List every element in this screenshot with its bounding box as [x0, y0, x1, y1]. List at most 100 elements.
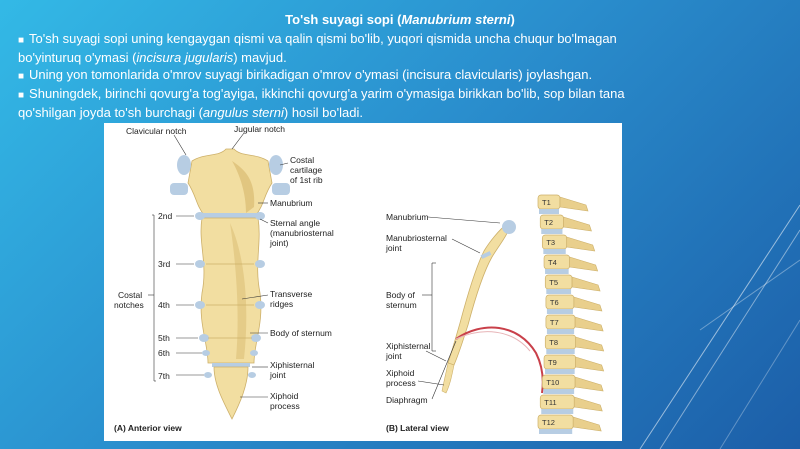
- label-transverse-2: ridges: [270, 299, 293, 309]
- label-xiphisternal-2: joint: [269, 370, 286, 380]
- vertebra-label-t9: T9: [548, 358, 557, 367]
- label-costal-cartilage-3: of 1st rib: [290, 175, 323, 185]
- vertebra-label-t11: T11: [544, 398, 556, 407]
- anterior-view: Clavicular notch Jugular notch Costal ca…: [114, 124, 334, 433]
- intervertebral-disc: [543, 389, 575, 394]
- vertebra-label-t4: T4: [548, 258, 557, 267]
- bullet-square-icon: ■: [18, 35, 25, 46]
- label-diaphragm: Diaphragm: [386, 395, 428, 405]
- label-body-of-sternum: Body of sternum: [270, 328, 332, 338]
- vertebra-label-t8: T8: [549, 338, 558, 347]
- bullet-1-line2a: bo'yinturuq o'ymasi (: [18, 50, 137, 65]
- label-notch-7th: 7th: [158, 371, 170, 381]
- bullet-3: ■ Shuningdek, birinchi qovurg'a tog'ayiga…: [18, 85, 738, 104]
- label-manubriosternal-1: Manubriosternal: [386, 233, 447, 243]
- label-transverse-1: Transverse: [270, 289, 312, 299]
- first-rib-cartilage-right: [272, 183, 290, 195]
- sternum-figure: Clavicular notch Jugular notch Costal ca…: [104, 123, 622, 441]
- vertebra-label-t10: T10: [546, 378, 559, 387]
- first-rib-cartilage-left: [170, 183, 188, 195]
- label-notch-5th: 5th: [158, 333, 170, 343]
- bullet-2: ■Uning yon tomonlarida o'mrov suyagi bir…: [18, 66, 738, 85]
- label-clavicular-notch: Clavicular notch: [126, 126, 187, 136]
- bullet-1-term: incisura jugularis: [136, 50, 234, 65]
- label-xiphisternal-1: Xiphisternal: [270, 360, 315, 370]
- lateral-manubriosternal-joint: [480, 251, 492, 259]
- spinous-process-t1: [559, 196, 589, 212]
- label-notch-2nd: 2nd: [158, 211, 172, 221]
- label-notch-6th: 6th: [158, 348, 170, 358]
- label-manubrium-lateral: Manubrium: [386, 212, 429, 222]
- bullet-1-line2b: ) mavjud.: [233, 50, 287, 65]
- bullet-3-line2a: qo'shilgan joyda to'sh burchagi (: [18, 105, 203, 120]
- spinous-process-t12: [572, 416, 602, 432]
- label-xiphisternal-lateral-1: Xiphisternal: [386, 341, 431, 351]
- bullet-1-line1: To'sh suyagi sopi uning kengaygan qismi …: [29, 31, 617, 46]
- costal-notch-facets: [195, 212, 265, 378]
- caption-anterior: (A) Anterior view: [114, 423, 182, 433]
- vertebra-label-t7: T7: [550, 318, 559, 327]
- spinous-process-t2: [563, 216, 592, 232]
- bullet-1-cont: bo'yinturuq o'ymasi (incisura jugularis)…: [18, 49, 738, 66]
- lateral-xiphoid-shape: [441, 362, 455, 394]
- intervertebral-disc: [545, 269, 569, 274]
- spinous-process-t6: [573, 296, 603, 312]
- spinous-process-t4: [569, 256, 599, 272]
- intervertebral-disc: [541, 409, 574, 414]
- vertebra-label-t2: T2: [544, 218, 553, 227]
- spinous-process-t9: [575, 356, 605, 372]
- title-term: Manubrium sterni: [401, 12, 511, 27]
- bullet-square-icon: ■: [18, 71, 25, 82]
- manubriosternal-joint: [202, 213, 258, 218]
- intervertebral-disc: [546, 289, 572, 294]
- diaphragm-arc: [455, 326, 544, 394]
- bullet-3-line2b: ) hosil bo'ladi.: [283, 105, 363, 120]
- label-body-lateral-1: Body of: [386, 290, 415, 300]
- label-xiphoid-lateral-2: process: [386, 378, 416, 388]
- transverse-ridges: [206, 263, 254, 339]
- spinous-process-t7: [574, 316, 604, 332]
- intervertebral-disc: [546, 329, 575, 334]
- label-manubrium-anterior: Manubrium: [270, 198, 313, 208]
- caption-lateral: (B) Lateral view: [386, 423, 449, 433]
- title-prefix: To'sh suyagi sopi (: [285, 12, 402, 27]
- label-xiphoid-lateral-1: Xiphoid: [386, 368, 415, 378]
- label-costal-cartilage-1: Costal: [290, 155, 314, 165]
- xiphoid-shape: [213, 366, 249, 420]
- label-jugular-notch: Jugular notch: [234, 124, 285, 134]
- anterior-leader-lines: [148, 132, 289, 398]
- sternum-body-shape: [200, 217, 262, 364]
- spinous-process-t8: [575, 336, 605, 352]
- intervertebral-disc: [546, 349, 575, 354]
- label-xiphoid-1: Xiphoid: [270, 391, 299, 401]
- label-body-lateral-2: sternum: [386, 300, 417, 310]
- intervertebral-disc: [545, 369, 575, 374]
- slide-title: To'sh suyagi sopi (Manubrium sterni): [0, 12, 800, 27]
- label-costal-notches-2: notches: [114, 300, 144, 310]
- intervertebral-disc: [543, 249, 566, 254]
- label-manubriosternal-2: joint: [385, 243, 402, 253]
- slide-body: ■ To'sh suyagi sopi uning kengaygan qismi…: [18, 30, 738, 121]
- bullet-3-line1: Shuningdek, birinchi qovurg'a tog'ayiga,…: [29, 86, 625, 101]
- label-costal-cartilage-2: cartilage: [290, 165, 322, 175]
- spinous-process-t3: [566, 236, 596, 252]
- label-sternal-angle-1: Sternal angle: [270, 218, 320, 228]
- bullet-square-icon: ■: [18, 90, 25, 101]
- bullet-3-cont: qo'shilgan joyda to'sh burchagi (angulus…: [18, 104, 738, 121]
- label-xiphisternal-lateral-2: joint: [385, 351, 402, 361]
- vertebra-label-t3: T3: [546, 238, 555, 247]
- vertebra-label-t6: T6: [550, 298, 559, 307]
- clavicular-facet-left: [177, 155, 191, 175]
- lateral-leader-lines: [417, 216, 501, 400]
- bullet-1: ■ To'sh suyagi sopi uning kengaygan qismi…: [18, 30, 738, 49]
- lateral-sternum-shape: [447, 224, 509, 366]
- vertebra-label-t1: T1: [542, 198, 551, 207]
- spinous-process-t10: [574, 376, 604, 392]
- intervertebral-disc: [539, 429, 573, 434]
- label-notch-3rd: 3rd: [158, 259, 171, 269]
- intervertebral-disc: [541, 229, 563, 234]
- manubrium-shape: [187, 148, 273, 216]
- label-notch-4th: 4th: [158, 300, 170, 310]
